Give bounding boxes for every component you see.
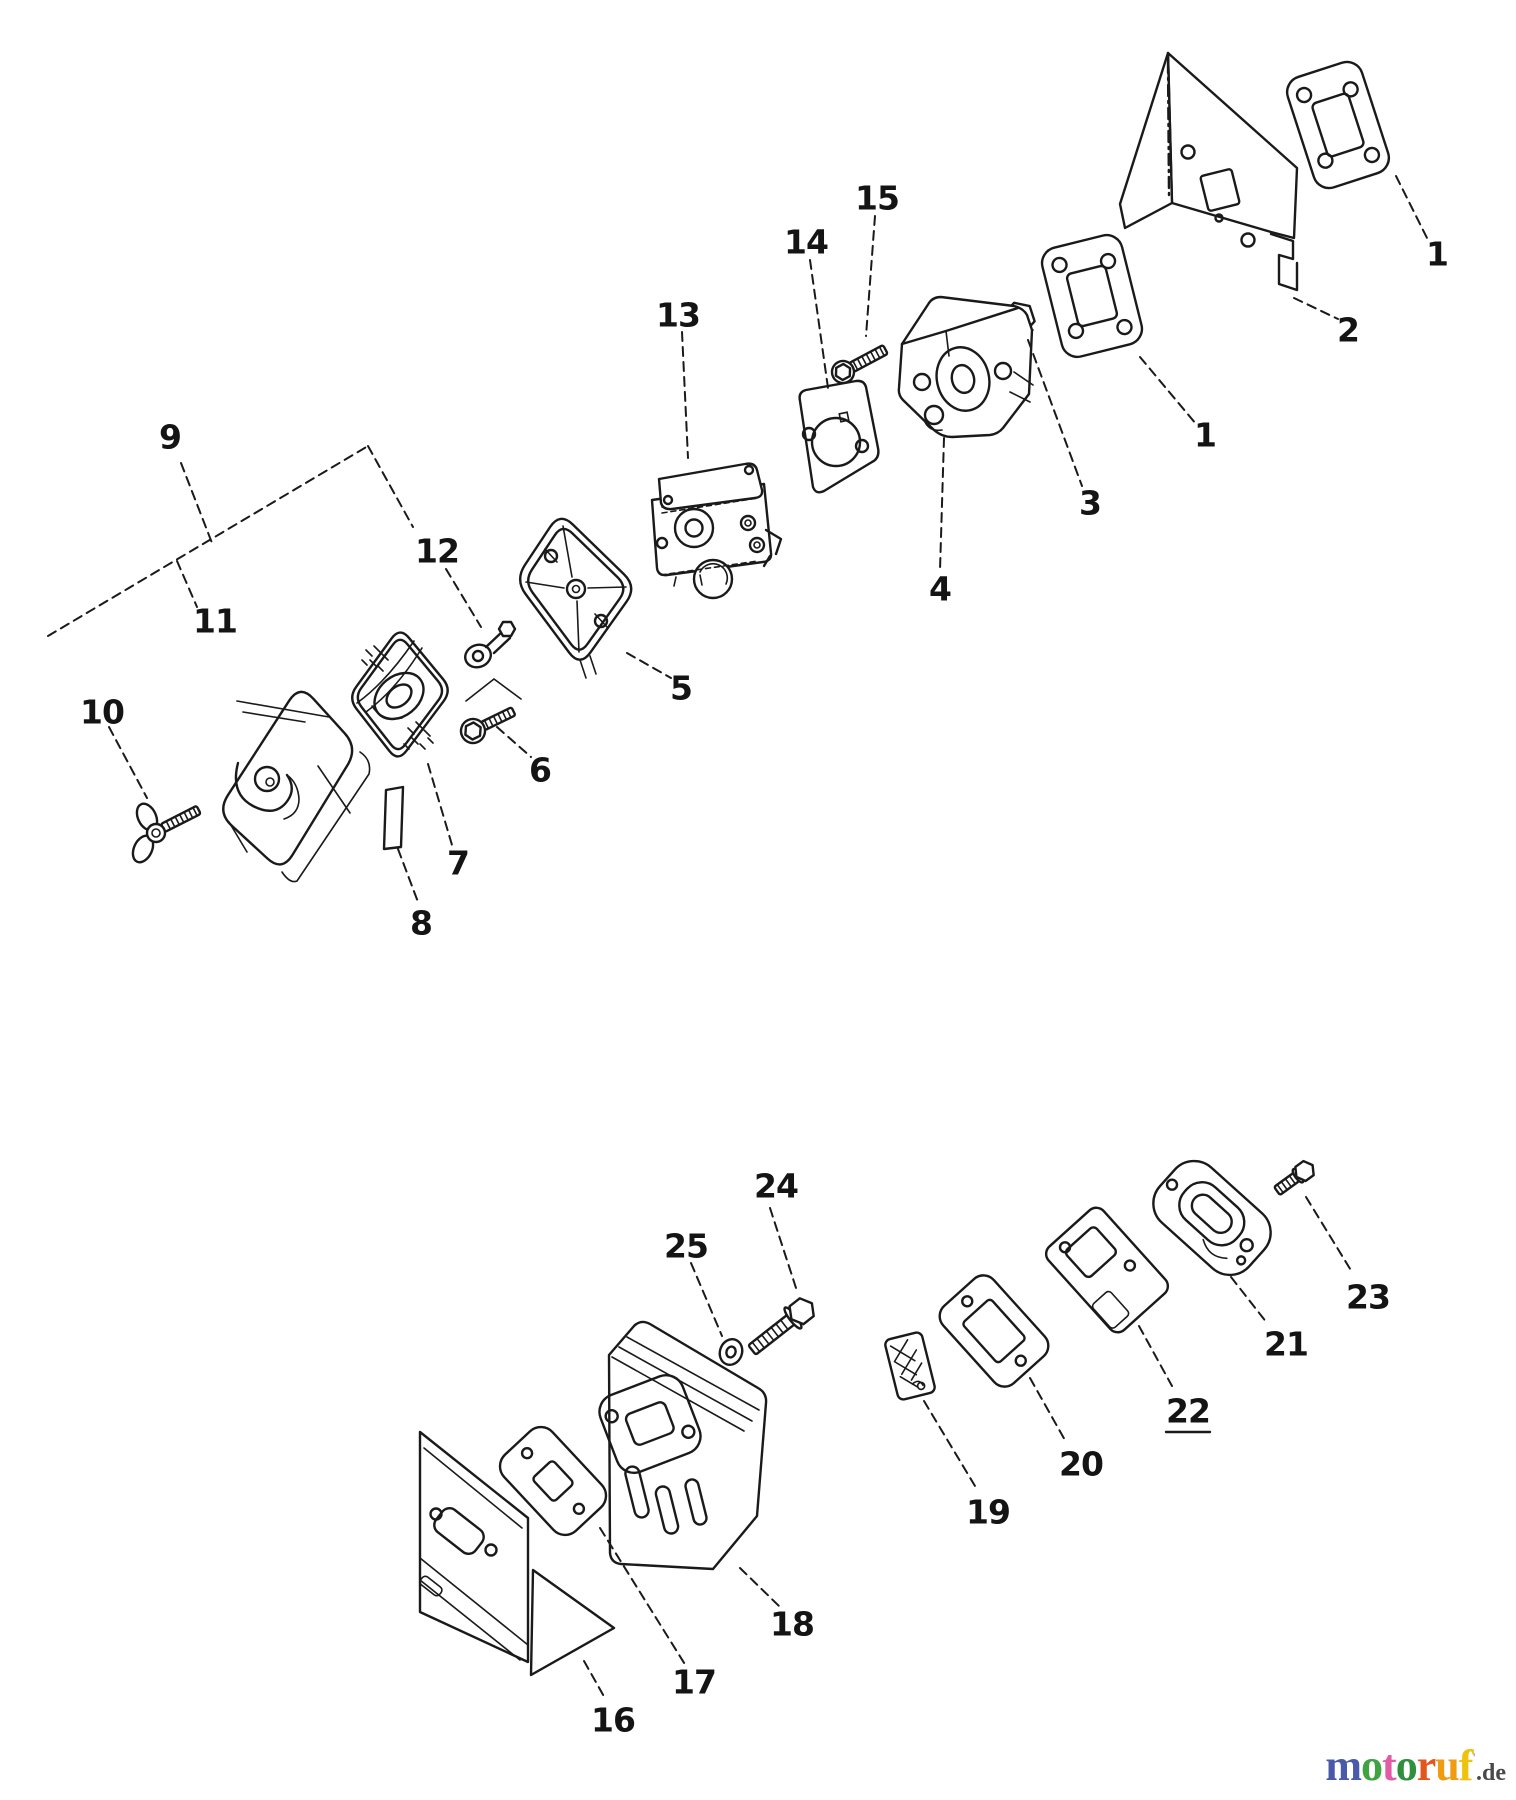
callout-12: 12	[415, 532, 459, 571]
callout-4: 4	[929, 570, 951, 609]
leader-line-17	[599, 1527, 687, 1667]
callout-24: 24	[754, 1167, 798, 1206]
leader-line-1a	[1395, 175, 1429, 241]
motoruf-logo-domain: .de	[1476, 1760, 1506, 1786]
leader-line-20	[1029, 1377, 1067, 1443]
leader-line-19	[923, 1400, 979, 1492]
callout-5: 5	[670, 669, 692, 708]
part-1-gasket-a	[1285, 60, 1391, 190]
leader-line-14	[809, 259, 829, 389]
callout-22: 22	[1166, 1392, 1210, 1431]
leader-line-8	[397, 848, 419, 903]
part-7-air-filter-element	[351, 631, 449, 758]
callout-11: 11	[193, 602, 237, 641]
logo-letter: u	[1435, 1741, 1460, 1790]
part-4-intake-spacer	[897, 295, 1034, 439]
callout-8: 8	[410, 904, 432, 943]
logo-letter: r	[1416, 1741, 1437, 1790]
callout-1b: 1	[1194, 416, 1216, 455]
part-drawings	[131, 51, 1391, 1677]
leader-line-21	[1230, 1276, 1268, 1324]
leader-line-7	[427, 763, 453, 846]
leader-line-1b	[1139, 356, 1197, 425]
part-14-carb-gasket	[798, 379, 880, 494]
leader-line-9	[180, 462, 213, 544]
callout-20: 20	[1059, 1445, 1103, 1484]
leader-line-2	[1293, 297, 1339, 320]
callout-23: 23	[1346, 1278, 1390, 1317]
callout-25: 25	[664, 1227, 708, 1266]
callout-14: 14	[784, 223, 828, 262]
part-18-muffler	[598, 1320, 768, 1571]
logo-letter: m	[1325, 1741, 1362, 1790]
leader-line-25	[690, 1262, 723, 1337]
part-1-gasket-b	[1040, 233, 1144, 359]
part-22-deflector-plate	[1044, 1206, 1170, 1334]
callout-2: 2	[1337, 311, 1359, 350]
part-5-air-cleaner-base	[518, 517, 633, 679]
leader-line-5	[626, 652, 672, 679]
part-25-washer	[718, 1338, 744, 1366]
logo-letter: o	[1395, 1741, 1418, 1790]
callout-15: 15	[855, 179, 899, 218]
part-13-carburetor	[650, 462, 783, 600]
part-12-choke-fitting	[464, 620, 522, 702]
leader-line-10	[108, 726, 148, 799]
motoruf-logo[interactable]: motoruf'.de	[1325, 1744, 1506, 1788]
logo-letter: o	[1361, 1741, 1383, 1790]
leader-line-16	[583, 1660, 607, 1701]
callout-3: 3	[1079, 484, 1101, 523]
leader-line-24	[769, 1207, 798, 1292]
callout-1a: 1	[1426, 235, 1448, 274]
leader-line-4	[939, 437, 945, 571]
part-19-spark-arrestor-screen	[884, 1331, 936, 1401]
callout-16: 16	[591, 1701, 635, 1740]
leader-line-13	[681, 331, 689, 459]
logo-letter: f	[1458, 1741, 1474, 1790]
part-16-muffler-guard	[418, 1430, 616, 1677]
callout-10: 10	[80, 693, 124, 732]
part-6-screw	[459, 706, 516, 745]
part-10-wing-bolt	[131, 802, 202, 864]
part-24-bolt	[747, 1297, 815, 1356]
callout-9: 9	[159, 418, 181, 457]
motoruf-logo-word: motoruf	[1325, 1741, 1474, 1790]
leader-line-11	[176, 560, 198, 608]
leader-line-9	[47, 445, 369, 637]
leader-line-22	[1138, 1325, 1173, 1387]
leader-line-18	[739, 1567, 780, 1607]
callout-19: 19	[966, 1493, 1010, 1532]
motoruf-logo-mark: '	[1472, 1750, 1476, 1765]
callout-7: 7	[447, 844, 469, 883]
leader-line-6	[496, 726, 532, 758]
part-17-muffler-gasket	[498, 1425, 608, 1537]
leader-lines	[47, 175, 1429, 1701]
part-20-gasket	[938, 1274, 1050, 1388]
callout-21: 21	[1264, 1325, 1308, 1364]
callout-18: 18	[770, 1605, 814, 1644]
part-21-outlet-cover	[1152, 1159, 1272, 1277]
logo-letter: t	[1382, 1741, 1397, 1790]
callout-6: 6	[529, 751, 551, 790]
callout-17: 17	[672, 1663, 716, 1702]
leader-line-9	[367, 445, 414, 528]
leader-line-15	[865, 215, 876, 337]
leader-line-3	[1027, 339, 1083, 487]
part-2-heat-shield-plate	[1118, 51, 1299, 292]
leader-line-12	[445, 568, 482, 628]
part-11-air-cleaner-cover	[222, 690, 371, 883]
leader-line-23	[1305, 1196, 1353, 1273]
part-number-labels: 1213456789101112131415161718192021222324…	[80, 179, 1449, 1740]
part-23-screw	[1273, 1159, 1315, 1196]
part-8-label-plate	[382, 785, 405, 851]
callout-13: 13	[656, 296, 700, 335]
